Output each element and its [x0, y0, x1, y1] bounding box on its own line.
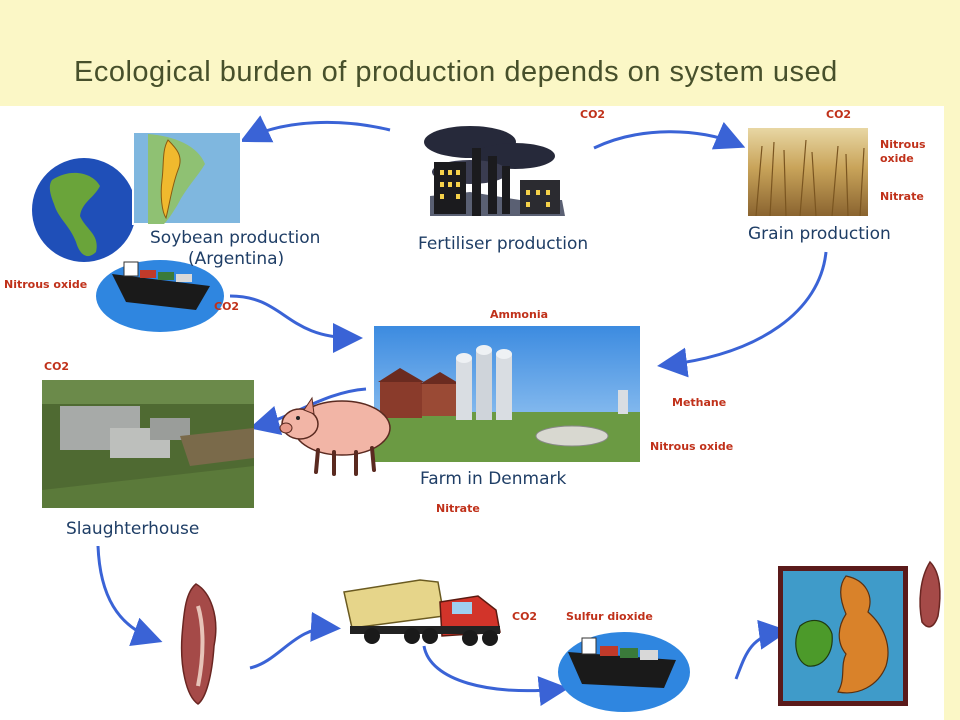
farm-silos-icon	[374, 326, 640, 462]
arrow-grain-to-farm	[657, 251, 828, 378]
slaughterhouse-co2-label: CO2	[44, 360, 69, 373]
wheat-field-icon	[748, 128, 868, 217]
farm-nitrous-oxide-label: Nitrous oxide	[650, 440, 733, 453]
arrow-slaughterhouse-to-meat	[96, 545, 163, 646]
grain-production-label: Grain production	[748, 224, 891, 244]
farm-methane-label: Methane	[672, 396, 726, 409]
soybean-country-label: (Argentina)	[188, 249, 284, 269]
arrow-ship-to-uk	[734, 619, 789, 680]
ship-icon	[96, 260, 224, 332]
uk-ireland-map-icon	[778, 566, 908, 706]
slaughterhouse-aerial-icon	[42, 380, 254, 508]
farm-label: Farm in Denmark	[420, 469, 566, 489]
fertiliser-co2-label: CO2	[580, 108, 605, 121]
farm-nitrate-label: Nitrate	[436, 502, 480, 515]
arrow-fertiliser-to-soybean	[239, 115, 391, 143]
argentina-map-icon	[132, 131, 242, 225]
fertiliser-production-label: Fertiliser production	[418, 234, 588, 254]
arrow-fertiliser-to-grain	[593, 121, 746, 150]
slaughterhouse-label: Slaughterhouse	[66, 519, 199, 539]
arrow-truck-to-ship	[422, 645, 569, 707]
grain-oxide-label: oxide	[880, 152, 914, 165]
arrow-soybean-to-farm	[229, 294, 363, 353]
truck-co2-label: CO2	[512, 610, 537, 623]
soybean-co2-label: CO2	[214, 300, 239, 313]
soybean-nitrous-oxide-label: Nitrous oxide	[4, 278, 87, 291]
slide-title: Ecological burden of production depends …	[74, 56, 838, 88]
grain-nitrous-label: Nitrous	[880, 138, 926, 151]
pig-icon	[279, 396, 391, 476]
diagram-canvas: Fertiliser production Grain production S…	[4, 108, 941, 712]
meat-carcass-icon	[919, 560, 941, 628]
diagram-panel: Fertiliser production Grain production S…	[0, 106, 944, 720]
globe-icon	[32, 158, 136, 262]
ship-sulfur-dioxide-label: Sulfur dioxide	[566, 610, 653, 623]
farm-ammonia-label: Ammonia	[490, 308, 548, 321]
soybean-production-label: Soybean production	[150, 228, 320, 248]
arrow-meat-to-truck	[249, 611, 341, 670]
ship-icon	[558, 632, 690, 712]
meat-carcass-icon	[180, 583, 217, 705]
factory-icon	[424, 126, 565, 216]
grain-nitrate-label: Nitrate	[880, 190, 924, 203]
truck-icon	[343, 579, 501, 646]
grain-co2-label: CO2	[826, 108, 851, 121]
